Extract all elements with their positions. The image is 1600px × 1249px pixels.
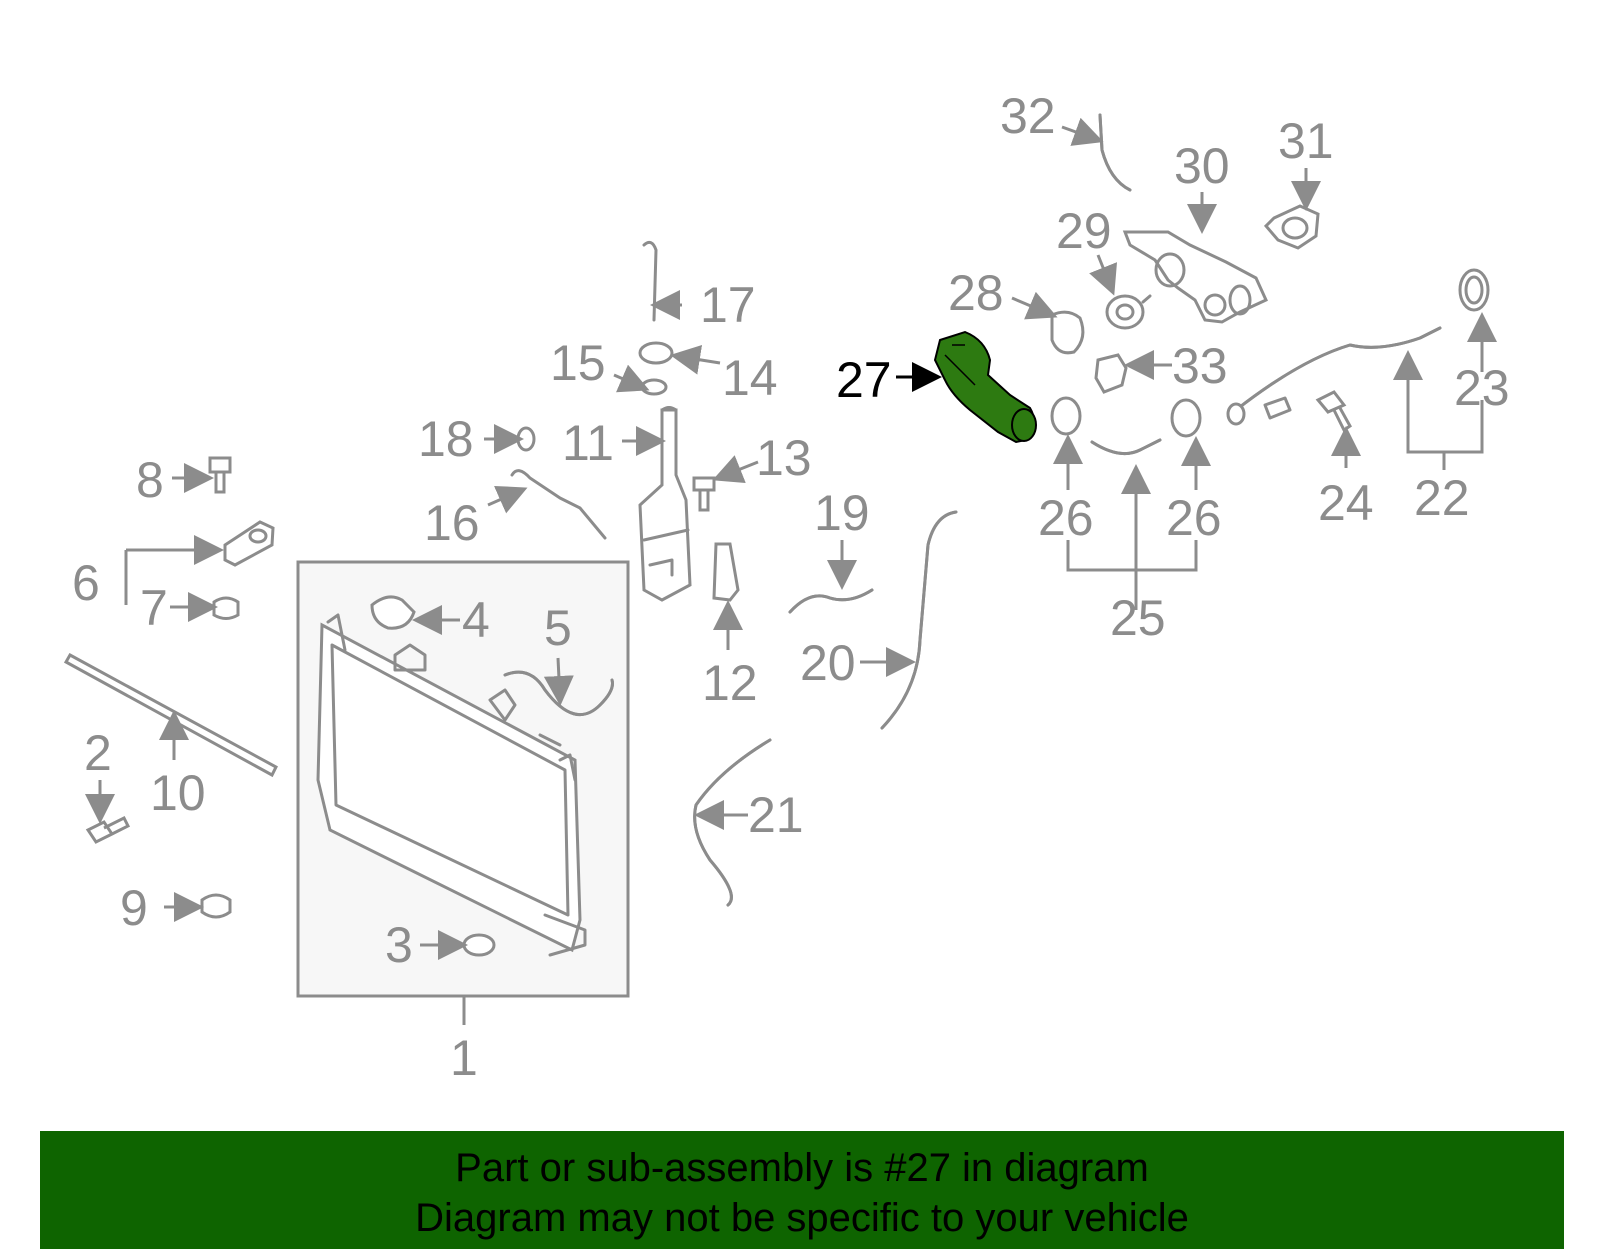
callout-22: 22: [1414, 470, 1470, 526]
callout-13: 13: [756, 430, 812, 486]
callout-19: 19: [814, 485, 870, 541]
lower-grommet[interactable]: [200, 893, 232, 919]
callout-30: 30: [1174, 138, 1230, 194]
radiator-cap[interactable]: [370, 595, 416, 630]
callout-28: 28: [948, 265, 1004, 321]
lower-bolt[interactable]: [85, 815, 131, 844]
callout-33: 33: [1172, 338, 1228, 394]
pipe-bolt[interactable]: [1315, 390, 1352, 433]
callout-9: 9: [120, 880, 148, 936]
o-ring[interactable]: [516, 426, 536, 452]
pipe-o-ring[interactable]: [1458, 268, 1490, 312]
callout-3: 3: [385, 917, 413, 973]
radiator[interactable]: [316, 613, 587, 957]
callout-5: 5: [544, 600, 572, 656]
callout-25: 25: [1110, 590, 1166, 646]
coolant-reservoir[interactable]: [638, 406, 692, 602]
callout-27: 27: [836, 352, 892, 408]
thermostat-housing[interactable]: [1122, 230, 1268, 324]
outlet-gasket[interactable]: [1050, 310, 1085, 355]
banner-line-2: Diagram may not be specific to your vehi…: [415, 1196, 1189, 1240]
radiator-grommet[interactable]: [462, 933, 496, 957]
hose-clamp-left[interactable]: [1050, 396, 1082, 436]
washer-15[interactable]: [640, 378, 668, 396]
callout-26-left: 26: [1038, 490, 1094, 546]
callout-17: 17: [700, 277, 756, 333]
callout-32: 32: [1000, 88, 1056, 144]
reservoir-bolt[interactable]: [692, 476, 716, 512]
callout-12: 12: [702, 655, 758, 711]
callout-11: 11: [562, 415, 614, 471]
callout-31: 31: [1278, 113, 1334, 169]
callout-2: 2: [84, 725, 112, 781]
washer-14[interactable]: [638, 341, 674, 365]
reservoir-hose[interactable]: [510, 469, 607, 540]
hose-clamp-right[interactable]: [1170, 398, 1202, 438]
callout-24: 24: [1318, 475, 1374, 531]
info-banner: Part or sub-assembly is #27 in diagram D…: [40, 1131, 1564, 1249]
callout-16: 16: [424, 495, 480, 551]
callout-1: 1: [450, 1030, 478, 1086]
callout-26-right: 26: [1166, 490, 1222, 546]
callout-21: 21: [748, 787, 804, 843]
water-pipe[interactable]: [1226, 326, 1442, 426]
mount-grommet[interactable]: [212, 596, 240, 620]
banner-line-1: Part or sub-assembly is #27 in diagram: [455, 1146, 1149, 1190]
bracket-bolt[interactable]: [208, 456, 232, 494]
upper-radiator-hose[interactable]: [880, 510, 958, 730]
callout-6: 6: [72, 555, 100, 611]
callout-10: 10: [150, 765, 206, 821]
mount-bracket[interactable]: [223, 520, 275, 567]
callout-14: 14: [722, 350, 778, 406]
thermostat[interactable]: [1105, 294, 1152, 330]
reservoir-tube[interactable]: [642, 240, 658, 322]
housing-gasket[interactable]: [1263, 204, 1320, 250]
temperature-sensor[interactable]: [1094, 353, 1128, 394]
callout-29: 29: [1056, 203, 1112, 259]
callout-23: 23: [1454, 360, 1510, 416]
water-outlet-highlighted[interactable]: [933, 330, 1037, 444]
callout-18: 18: [418, 411, 474, 467]
callout-4: 4: [462, 592, 490, 648]
reservoir-bracket[interactable]: [712, 542, 740, 602]
callout-8: 8: [136, 452, 164, 508]
callout-7: 7: [140, 580, 168, 636]
callout-20: 20: [800, 635, 856, 691]
callout-15: 15: [550, 335, 606, 391]
